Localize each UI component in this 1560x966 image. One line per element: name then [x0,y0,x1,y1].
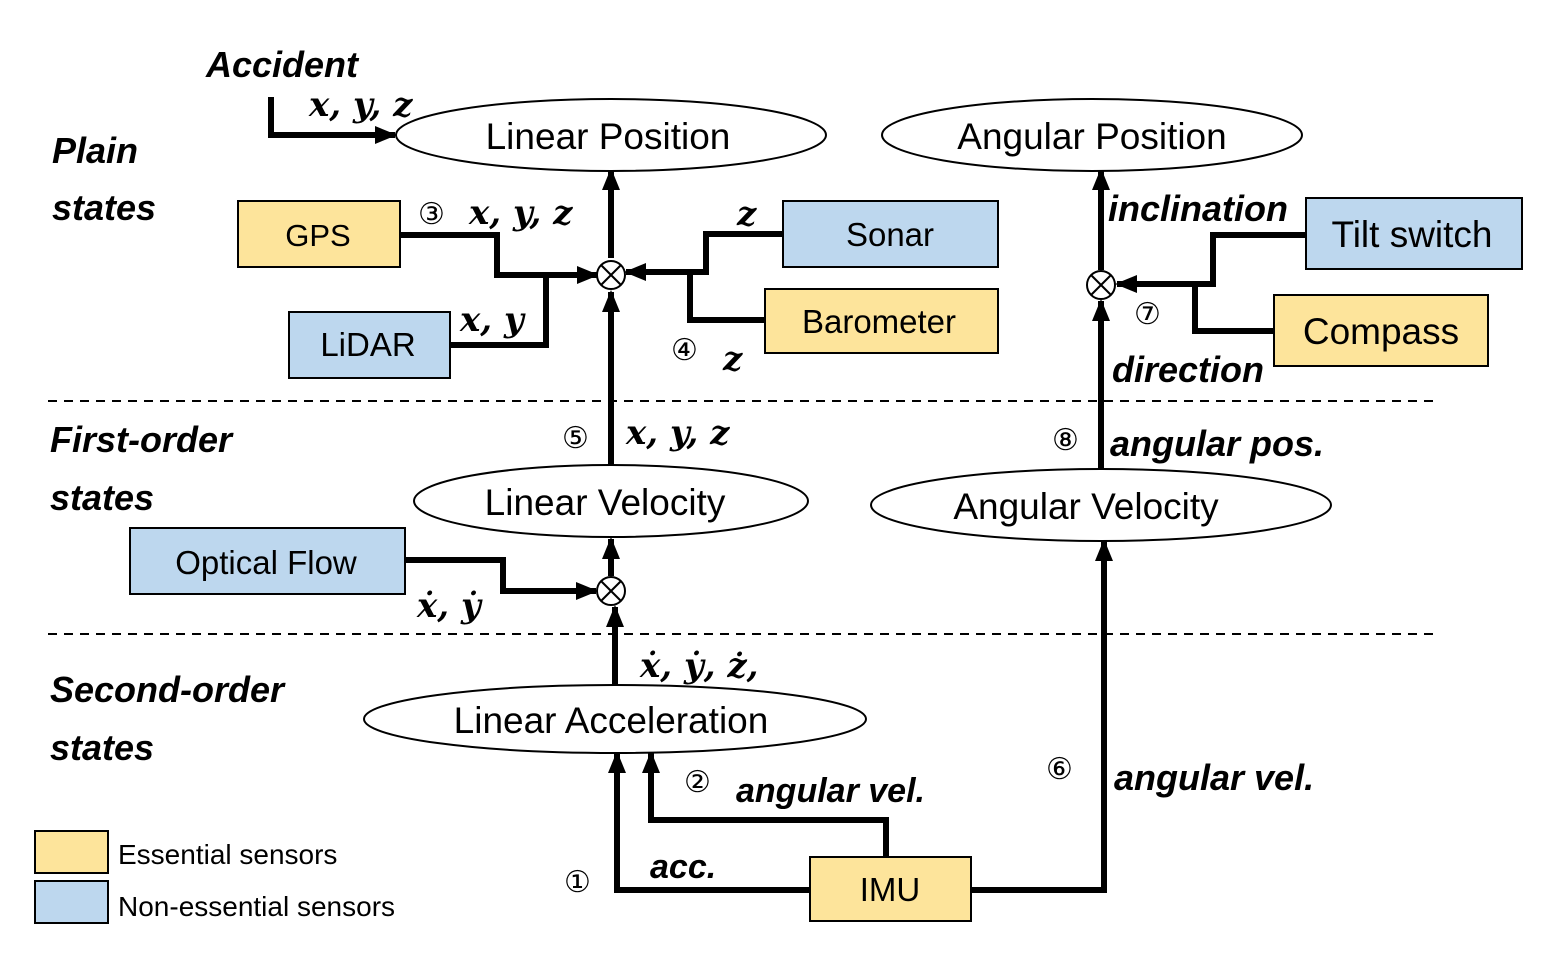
optical-flow-xy-dot-label: ẋ, ẏ [416,586,483,626]
tier-label-first-order: First-order states [50,419,242,518]
sensor-compass: Compass [1273,294,1489,367]
state-linear-position: Linear Position [395,98,827,172]
gps-xyz-label: x, y, z [468,193,573,233]
angular-pos-label: angular pos. [1110,423,1324,464]
legend-swatch-essential [34,830,109,874]
right-angular-vel-label: angular vel. [1114,757,1314,798]
marker-1: ① [564,866,591,899]
state-linear-position-label: Linear Position [486,116,731,157]
connector-optical-flow [405,557,598,600]
sensor-lidar: LiDAR [288,311,451,379]
marker-4: ④ [671,334,698,367]
sensor-imu: IMU [809,856,972,922]
connectors [268,97,1306,893]
sensor-optical-flow-label: Optical Flow [175,544,357,581]
connector-imu-to-angular-velocity [971,539,1113,893]
state-linear-velocity-label: Linear Velocity [485,482,726,523]
connector-lidar [450,272,549,348]
legend-swatch-non-essential [34,880,109,924]
state-linear-acceleration: Linear Acceleration [363,684,867,754]
sensor-gps: GPS [237,200,401,268]
sensor-tilt-switch: Tilt switch [1305,197,1523,270]
connector-tilt-switch [1115,232,1306,293]
sonar-z-label: z [736,194,757,234]
inclination-label: inclination [1108,188,1288,229]
connector-accident [268,97,397,144]
sensor-optical-flow: Optical Flow [129,527,406,595]
sensor-gps-label: GPS [285,218,350,253]
sensor-imu-label: IMU [860,871,921,908]
state-angular-position-label: Angular Position [957,116,1226,157]
legend: Essential sensors Non-essential sensors [34,830,395,924]
marker-8: ⑧ [1052,424,1079,457]
connector-imu-acc [608,751,810,893]
connector-barometer [687,272,765,323]
acc-label: acc. [650,848,716,886]
connector-sonar [624,231,783,281]
marker-6: ⑥ [1046,753,1073,786]
state-linear-acceleration-label: Linear Acceleration [454,700,769,741]
state-angular-velocity-label: Angular Velocity [953,486,1219,527]
state-linear-velocity: Linear Velocity [413,464,809,538]
imu-angular-vel-label: angular vel. [736,772,925,810]
fusion-node-position [596,260,626,290]
tier-label-plain: Plain states [52,130,156,228]
sensor-sonar: Sonar [782,200,999,268]
state-angular-position: Angular Position [881,98,1303,172]
legend-non-essential-label: Non-essential sensors [118,891,395,922]
direction-label: direction [1112,349,1264,390]
sensor-barometer-label: Barometer [802,303,956,340]
connector-imu-angular-vel [642,751,889,857]
marker-7: ⑦ [1134,298,1161,331]
barometer-z-label: z [722,339,743,379]
accident-label: Accident [205,44,360,85]
marker-5: ⑤ [562,422,589,455]
sensor-sonar-label: Sonar [846,216,934,253]
sensor-compass-label: Compass [1303,311,1459,352]
connector-gps [400,232,599,284]
legend-essential-label: Essential sensors [118,839,337,870]
lidar-xy-label: x, y [459,300,526,340]
accident-xyz-label: x, y, z [308,85,413,125]
connector-compass [1192,284,1274,334]
sensor-tilt-switch-label: Tilt switch [1331,214,1492,255]
velocity-to-position-xyz-label: x, y, z [625,413,730,453]
state-angular-velocity: Angular Velocity [870,468,1332,542]
tier-label-second-order: Second-order states [50,669,294,768]
marker-2: ② [684,766,711,799]
acceleration-to-velocity-label: ẋ, ẏ, ż, [639,646,759,686]
marker-3: ③ [418,198,445,231]
fusion-node-velocity [596,576,626,606]
sensor-lidar-label: LiDAR [320,326,415,363]
sensor-barometer: Barometer [764,288,999,354]
fusion-node-angular [1086,270,1116,300]
